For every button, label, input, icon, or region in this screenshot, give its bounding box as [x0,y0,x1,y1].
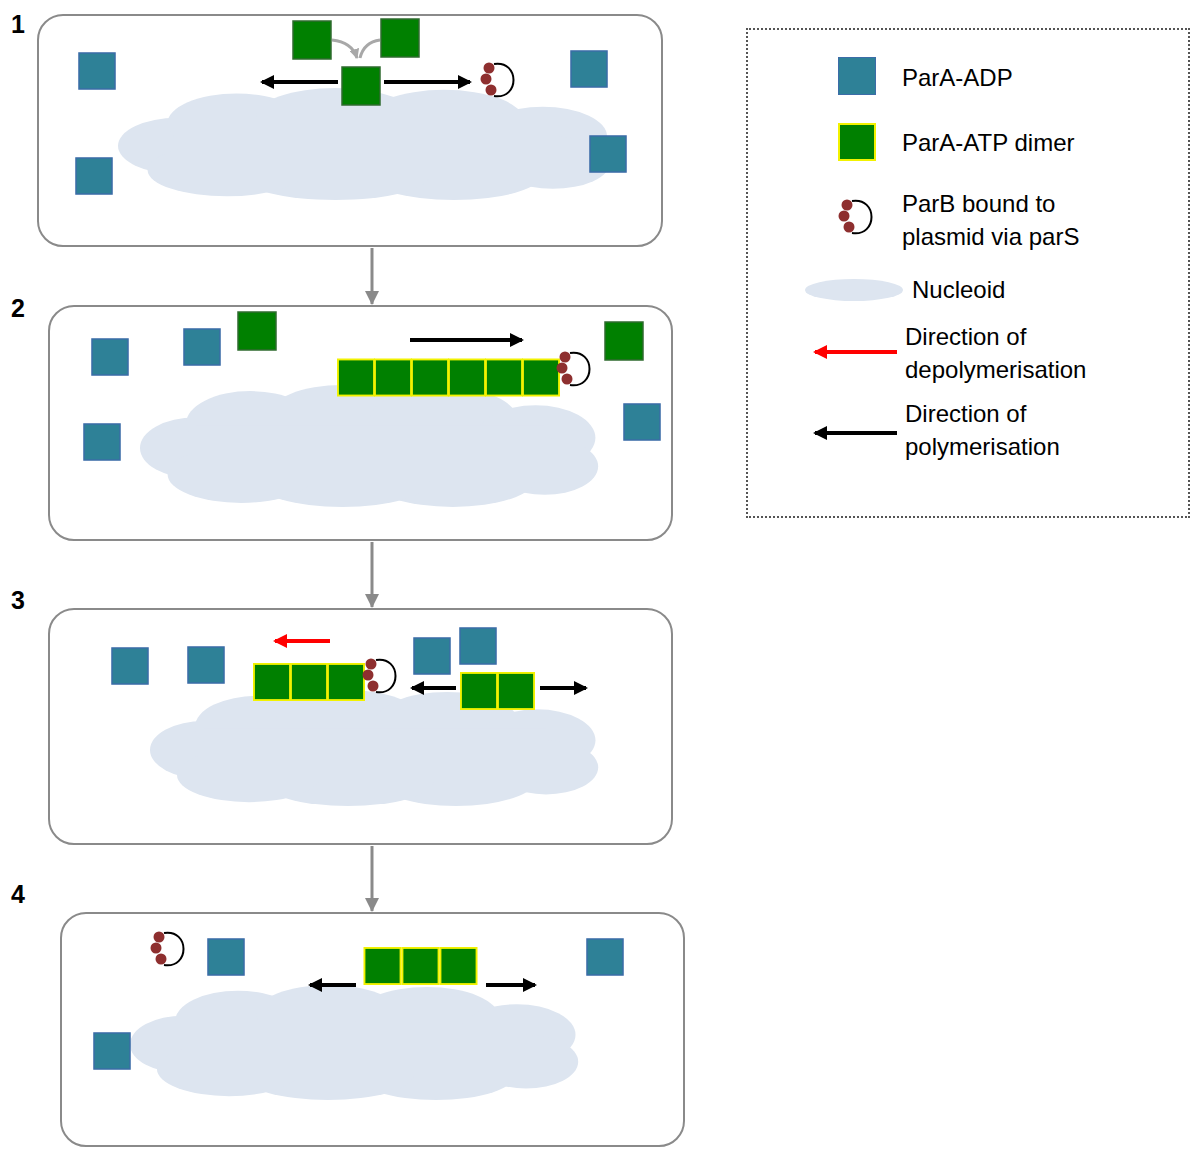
legend-label: Direction of polymerisation [905,397,1175,463]
legend-entry: Nucleoid [912,273,1162,306]
step-number: 2 [11,294,25,323]
panel-box: 2 [48,305,673,541]
step-number: 4 [11,880,25,909]
legend-label: Direction of depolymerisation [905,320,1175,386]
panel-box: 3 [48,608,673,845]
step-number: 1 [11,10,25,39]
legend-label: ParA-ADP [902,61,1172,94]
legend-box: ParA-ADP ParA-ATP dimerParB bound to plas… [746,28,1190,518]
legend-entry: Direction of depolymerisation [905,320,1175,386]
legend-entry: ParA-ATP dimer [902,126,1172,159]
step-arrow [371,542,374,607]
step-number: 3 [11,586,25,615]
legend-label: Nucleoid [912,273,1162,306]
legend-label: ParB bound to plasmid via parS [902,187,1107,253]
legend-entry: Direction of polymerisation [905,397,1175,463]
legend-entry: ParA-ADP [902,61,1172,94]
step-arrow [371,846,374,911]
step-arrow [371,248,374,304]
legend-label: ParA-ATP dimer [902,126,1172,159]
legend-swatch [838,123,876,161]
legend-swatch [805,279,903,301]
legend-swatch [838,57,876,95]
panel-box: 1 [37,14,663,247]
legend-entry: ParB bound to plasmid via parS [902,187,1107,253]
panel-box: 4 [60,912,685,1147]
